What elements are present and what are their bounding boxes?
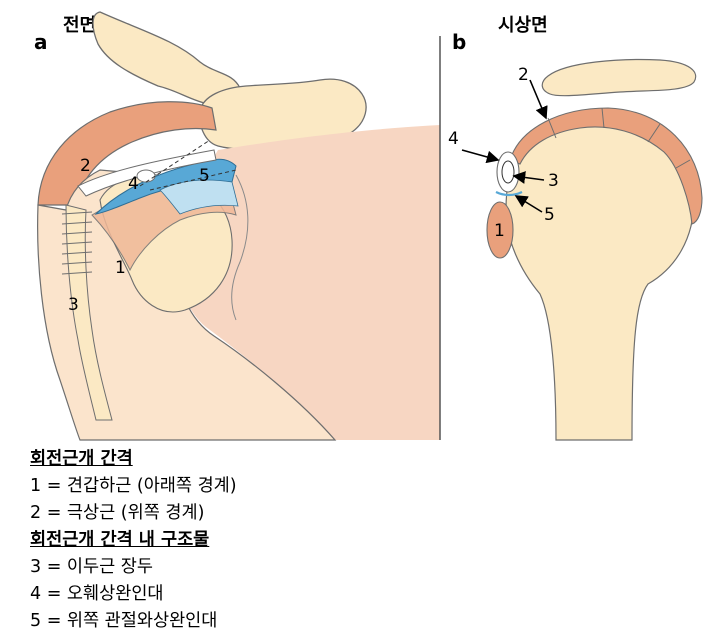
- legend-heading-rotator-interval: 회전근개 간격: [30, 449, 133, 469]
- ligament-light: [159, 179, 239, 215]
- panel-b-letter: b: [452, 30, 467, 54]
- sghl-line: [495, 190, 523, 197]
- legend-item-1: 1 = 견갑하근 (아래쪽 경계): [30, 476, 237, 496]
- label-b-4: 4: [448, 129, 459, 149]
- humerus-sagittal: [505, 111, 695, 441]
- label-a-4: 4: [128, 174, 139, 194]
- label-a-3: 3: [68, 295, 79, 315]
- biceps-tendon: [65, 204, 113, 421]
- label-a-1: 1: [115, 258, 126, 278]
- legend-item-2: 2 = 극상근 (위쪽 경계): [30, 503, 205, 523]
- legend-item-5: 5 = 위쪽 관절와상완인대: [30, 611, 218, 631]
- acromion: [198, 78, 367, 150]
- arrows-b: [461, 79, 548, 213]
- label-b-1: 1: [494, 221, 505, 241]
- panel-a-drawing: 1 2 3 4 5: [37, 11, 441, 441]
- biceps-sheath-lines: [61, 211, 93, 275]
- supraspinatus-band: [37, 101, 217, 206]
- coracoid: [136, 169, 156, 183]
- acromion-sagittal: [541, 58, 697, 97]
- label-a-2: 2: [80, 156, 91, 176]
- label-b-5: 5: [544, 205, 555, 225]
- legend: 회전근개 간격 1 = 견갑하근 (아래쪽 경계) 2 = 극상근 (위쪽 경계…: [30, 446, 360, 635]
- legend-item-4: 4 = 오훼상완인대: [30, 584, 164, 604]
- label-a-5: 5: [199, 166, 210, 186]
- panel-a-letter: a: [34, 30, 48, 54]
- legend-item-3: 3 = 이두근 장두: [30, 557, 153, 577]
- panel-a-title: 전면: [63, 15, 97, 36]
- legend-heading-structures: 회전근개 간격 내 구조물: [30, 530, 210, 550]
- label-b-2: 2: [518, 65, 529, 85]
- label-b-3: 3: [548, 171, 559, 191]
- panel-b-title: 시상면: [498, 15, 548, 36]
- biceps-inner: [501, 160, 515, 184]
- dashed-lines: [139, 139, 237, 191]
- panel-b-drawing: 1 2 3 4 5: [448, 58, 703, 441]
- rotator-cuff-cap: [509, 107, 703, 225]
- scapula-outline: [231, 174, 249, 321]
- clavicle: [92, 11, 242, 106]
- cuff-segments: [547, 107, 691, 169]
- trunk-skin: [176, 125, 440, 440]
- subscapularis-sagittal: [486, 201, 514, 259]
